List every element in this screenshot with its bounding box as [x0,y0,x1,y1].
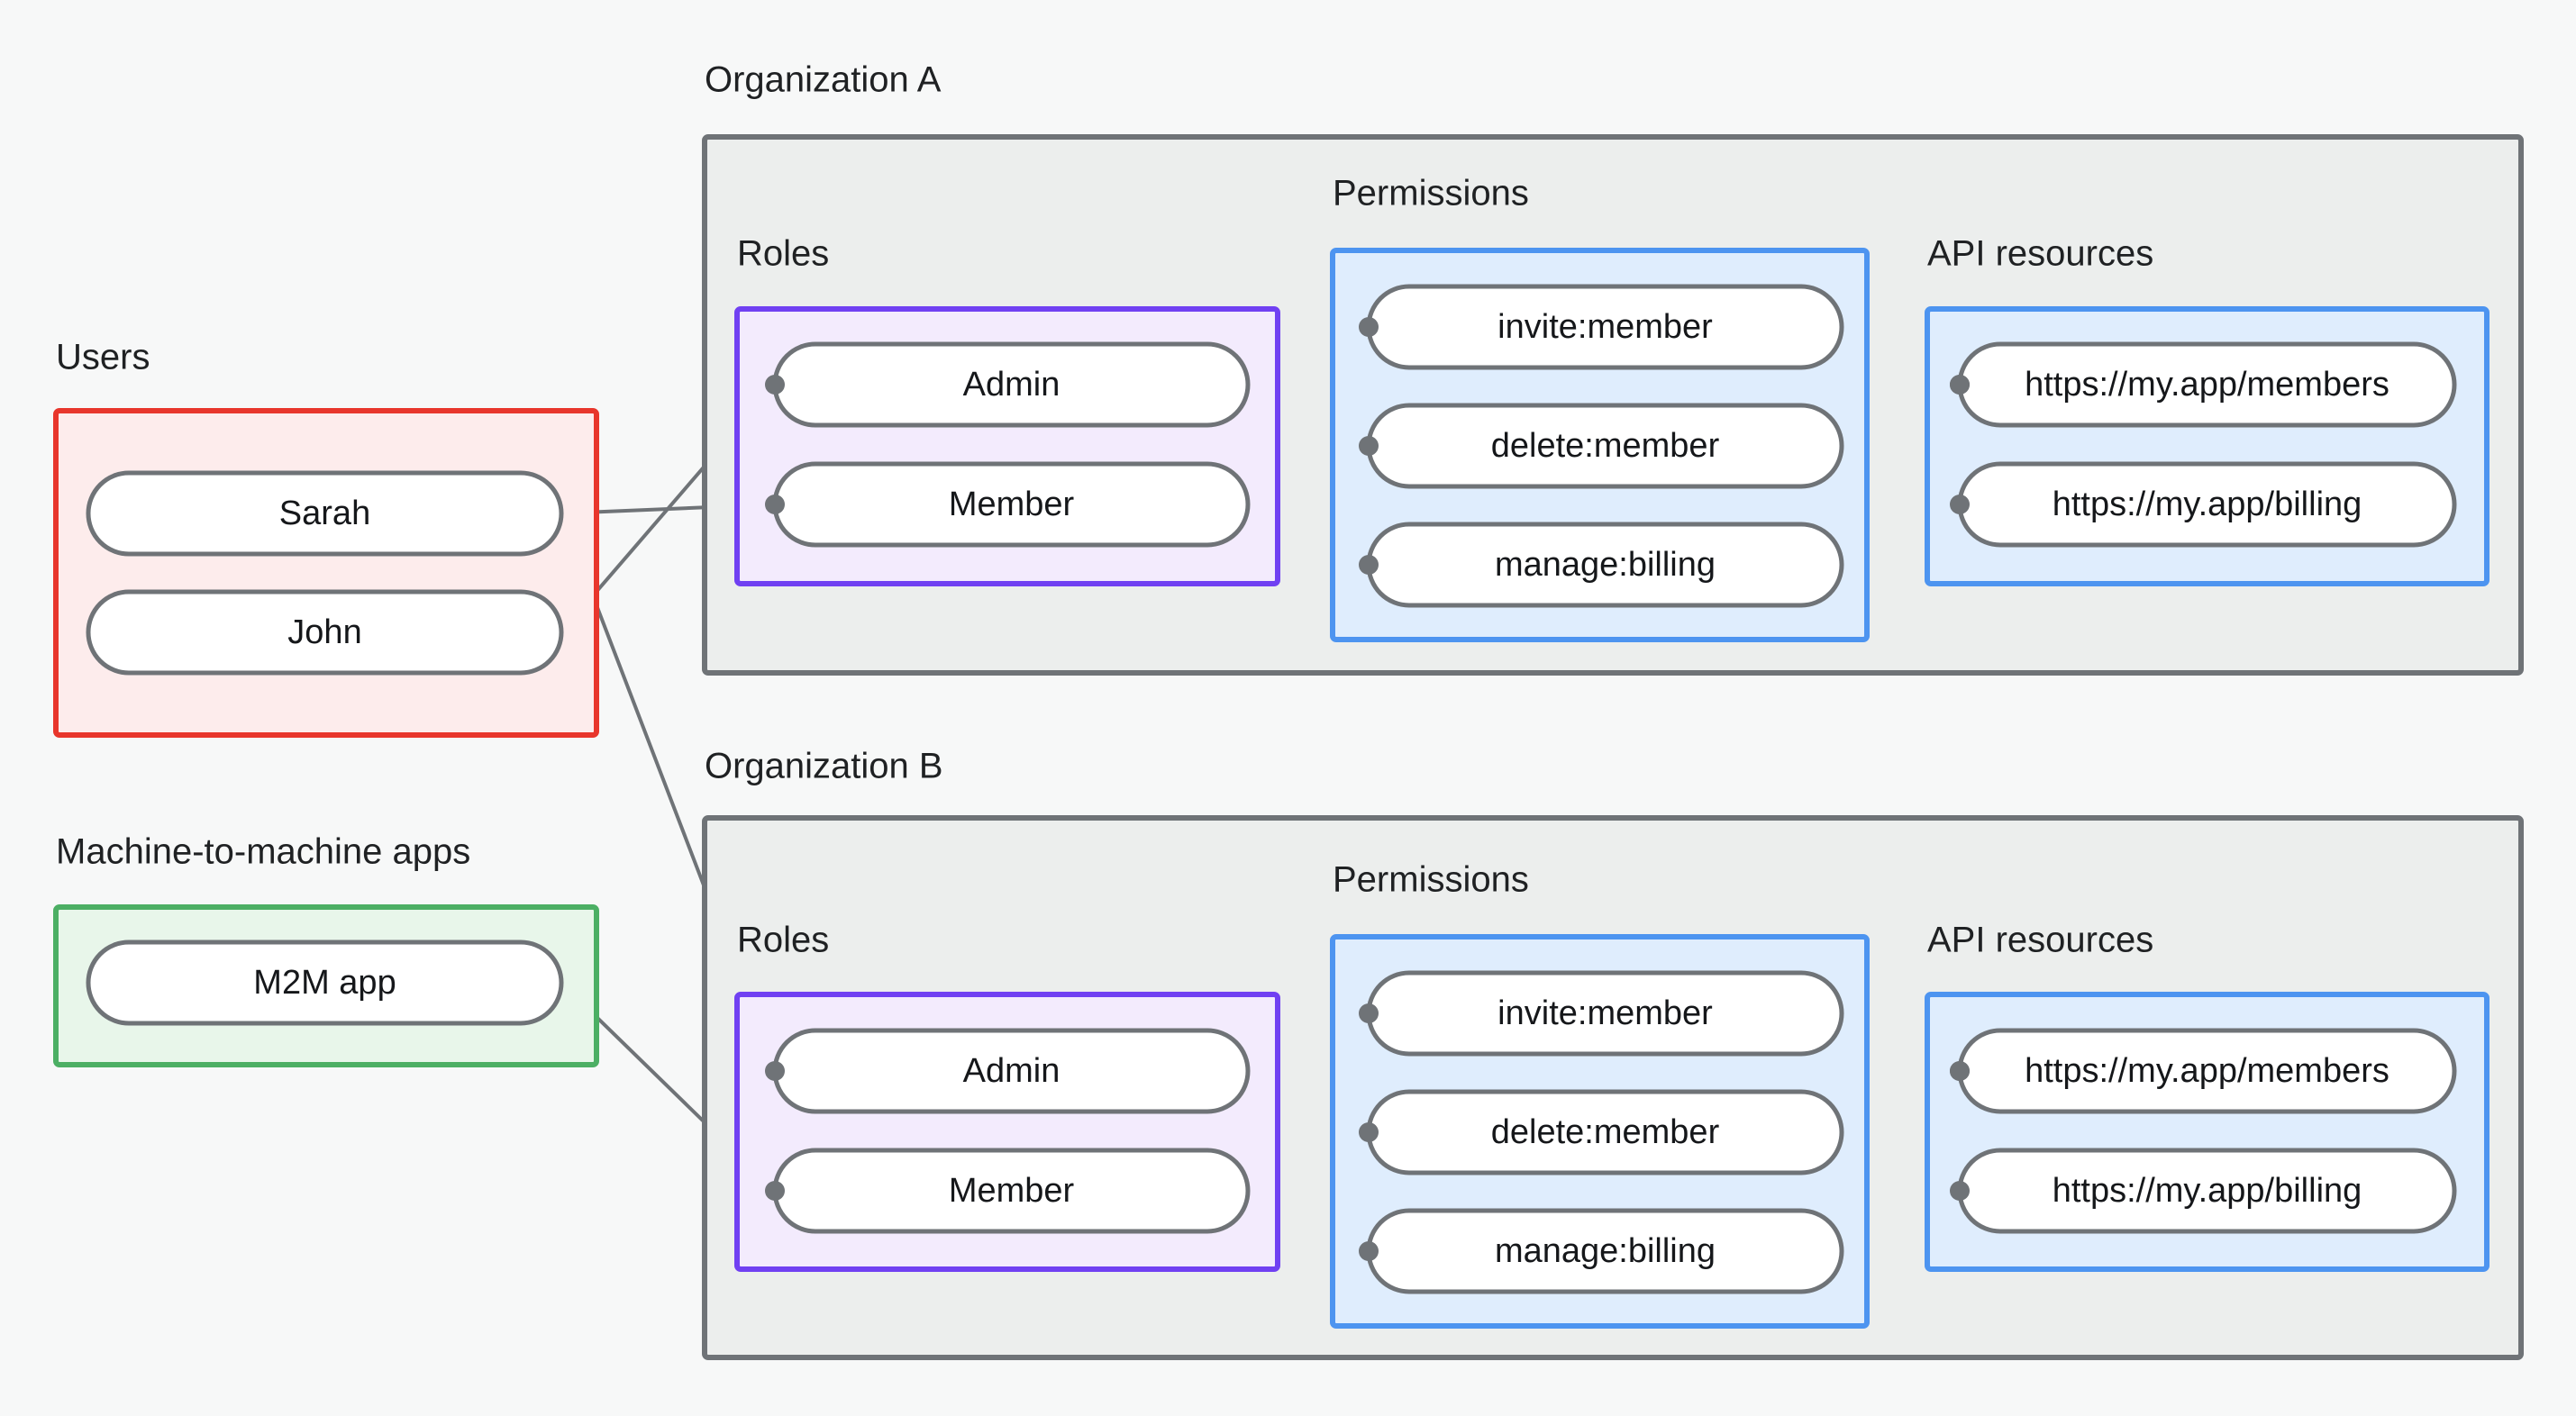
orgA-role-node-label-a_admin: Admin [963,366,1060,404]
edge-endpoint-dot-m2m-to-b-member [765,1181,785,1201]
users-group-label: Users [56,338,150,377]
edge-endpoint-dot-b-delete-members [1950,1061,1970,1081]
orgB-role-node-label-b_admin: Admin [963,1052,1060,1090]
users-node-john[interactable] [86,589,564,676]
m2m-group-label: Machine-to-machine apps [56,832,470,872]
edge-endpoint-dot-sarah-to-a-member [765,495,785,514]
orgA-role-node-label-a_member: Member [949,486,1075,523]
users-group-box [53,408,599,738]
orgB-role-node-label-b_member: Member [949,1172,1075,1210]
m2m-node-label-m2mapp: M2M app [253,964,396,1002]
orgA-permission-node-label-a_delete: delete:member [1491,427,1720,465]
users-node-label-john: John [287,613,361,651]
edge-endpoint-dot-b-admin-delete [1359,1122,1379,1142]
orgB-permission-node-label-b_delete: delete:member [1491,1113,1720,1151]
orgA-roles-label: Roles [737,234,829,274]
edge-endpoint-dot-john-to-a-admin [765,375,785,395]
orgB-permission-node-label-b_billing: manage:billing [1495,1232,1716,1270]
orgB-permissions-label: Permissions [1333,860,1529,900]
orgA-permission-node-label-a_invite: invite:member [1497,308,1713,346]
dots-layer [765,317,1970,1261]
orgB-permission-node-label-b_invite: invite:member [1497,994,1713,1032]
orgA-permissions-label: Permissions [1333,174,1529,213]
orgA-api-node-label-a_members: https://my.app/members [2025,366,2389,404]
edge-endpoint-dot-b-admin-invite [1359,1003,1379,1023]
orgA-api-resources-label: API resources [1927,234,2153,274]
edge-endpoint-dot-a-admin-delete [1359,436,1379,456]
orgA-api-node-label-a_billres: https://my.app/billing [2053,486,2362,523]
orgB-api-node-label-b_members: https://my.app/members [2025,1052,2389,1090]
orgB-label: Organization B [705,747,943,786]
edge-endpoint-dot-a-member-billing [1359,555,1379,575]
edge-endpoint-dot-b-member-billing [1359,1241,1379,1261]
edge-endpoint-dot-a-delete-members [1950,375,1970,395]
orgB-api-node-label-b_billres: https://my.app/billing [2053,1172,2362,1210]
edge-endpoint-dot-sarah-to-b-admin [765,1061,785,1081]
edge-endpoint-dot-a-admin-invite [1359,317,1379,337]
edge-endpoint-dot-a-billing-billres [1950,495,1970,514]
edge-endpoint-dot-b-billing-billres [1950,1181,1970,1201]
orgA-label: Organization A [705,60,942,100]
orgB-roles-label: Roles [737,921,829,960]
nodes-layer [86,284,2457,1294]
m2m-node-m2mapp[interactable] [86,939,564,1026]
orgA-permission-node-label-a_billing: manage:billing [1495,546,1716,584]
users-node-label-sarah: Sarah [279,495,370,532]
orgB-api-resources-label: API resources [1927,921,2153,960]
users-node-sarah[interactable] [86,470,564,557]
